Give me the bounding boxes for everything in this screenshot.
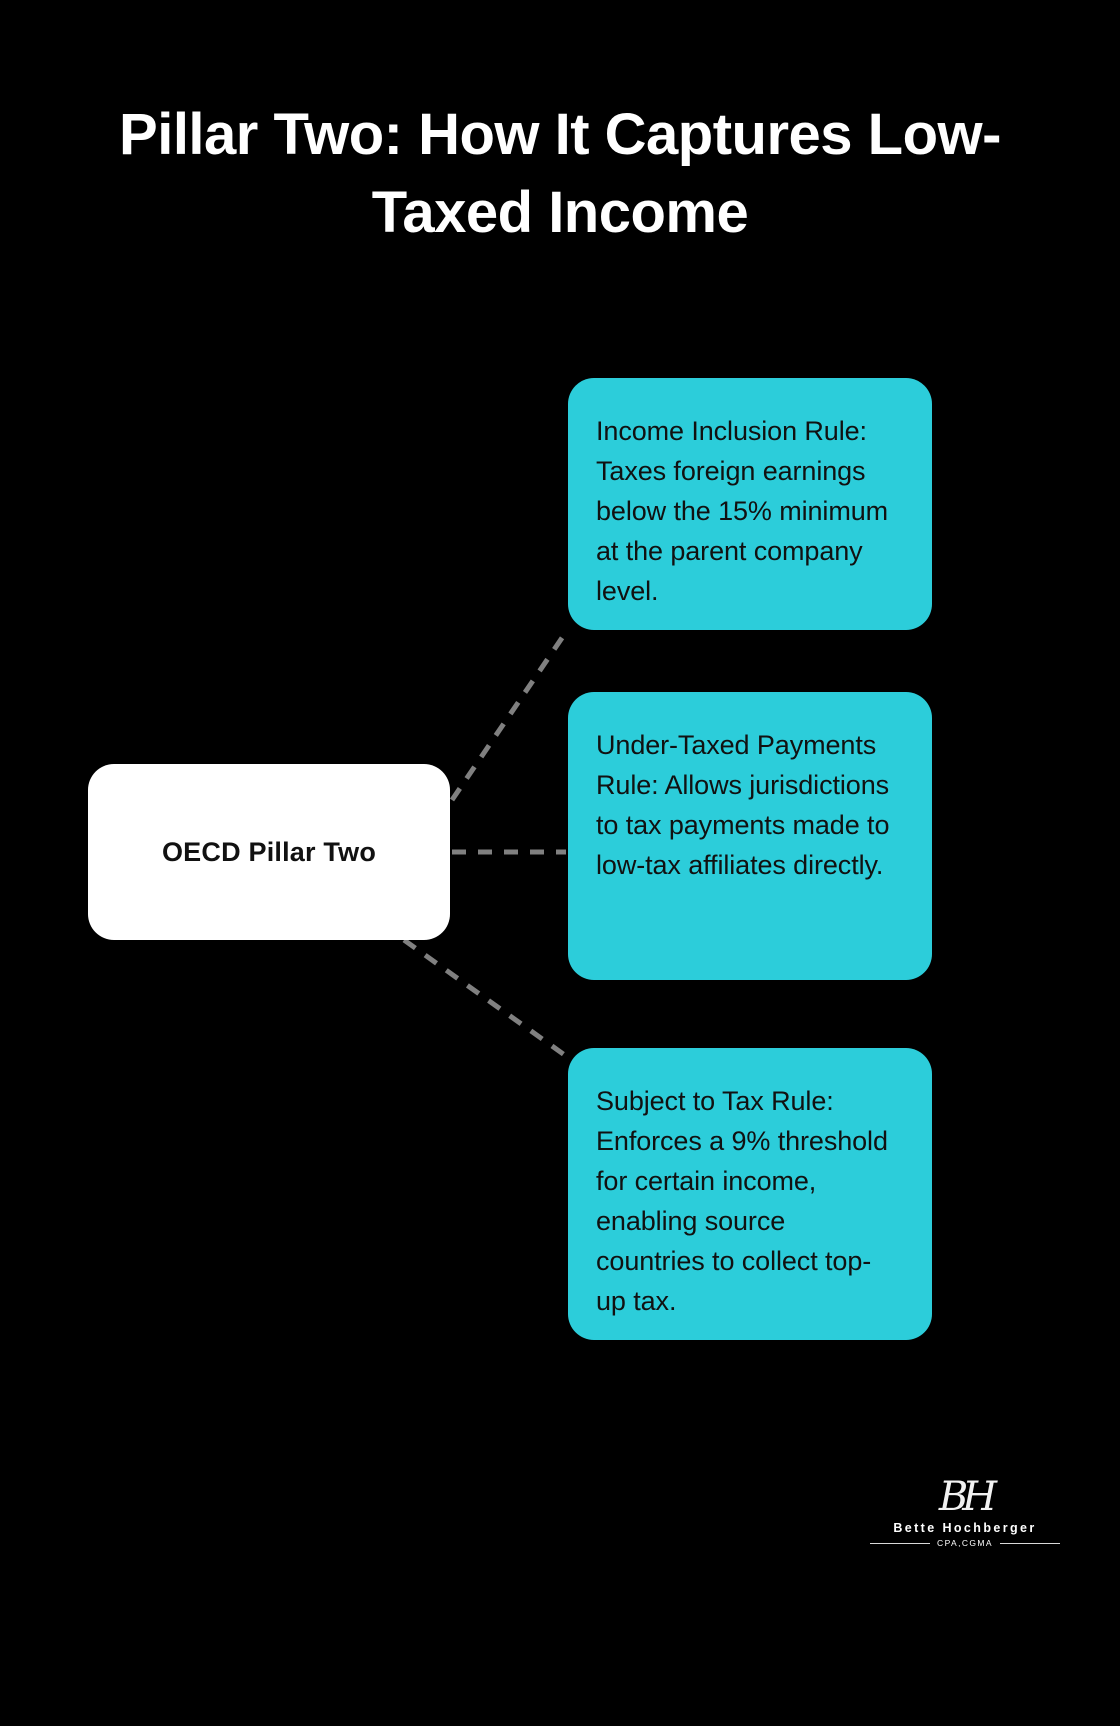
- branch-node-subject-to-tax-rule[interactable]: Subject to Tax Rule: Enforces a 9% thres…: [568, 1048, 932, 1340]
- page-title: Pillar Two: How It Captures Low-Taxed In…: [119, 102, 1001, 245]
- divider-right: [999, 1542, 1061, 1544]
- branch-node-under-taxed-payments-rule[interactable]: Under-Taxed Payments Rule: Allows jurisd…: [568, 692, 932, 980]
- root-node-oecd-pillar-two[interactable]: OECD Pillar Two: [88, 764, 450, 940]
- divider-left: [870, 1542, 931, 1544]
- branch-node-text: Subject to Tax Rule: Enforces a 9% thres…: [596, 1086, 888, 1316]
- branch-node-income-inclusion-rule[interactable]: Income Inclusion Rule: Taxes foreign ear…: [568, 378, 932, 630]
- branch-node-text: Under-Taxed Payments Rule: Allows jurisd…: [596, 730, 890, 880]
- brand-name: Bette Hochberger: [893, 1521, 1037, 1535]
- brand-logo: BH Bette Hochberger CPA,CGMA: [870, 1474, 1061, 1548]
- brand-credentials: CPA,CGMA: [937, 1538, 993, 1548]
- branch-node-text: Income Inclusion Rule: Taxes foreign ear…: [596, 416, 889, 606]
- brand-credentials-row: CPA,CGMA: [870, 1538, 1061, 1548]
- monogram-icon: BH: [938, 1474, 997, 1520]
- root-node-label: OECD Pillar Two: [161, 836, 377, 867]
- connector-line-to-branch-0: [449, 630, 569, 802]
- connector-line-to-branch-2: [402, 937, 568, 1059]
